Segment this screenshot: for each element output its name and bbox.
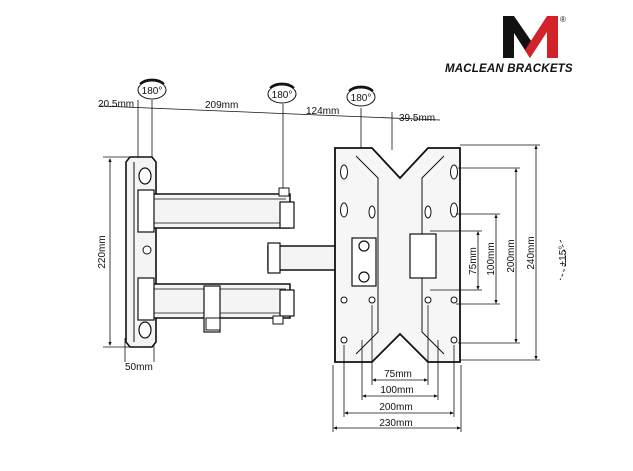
rotation-icon-wall: 180° xyxy=(137,78,167,100)
dim-bottom-230mm: 230mm xyxy=(379,418,412,429)
dim-124mm: 124mm xyxy=(306,106,339,117)
tilt-label: ±15° xyxy=(558,246,569,267)
rotation-icon-plate: 180° xyxy=(346,85,376,107)
brand-logo: ® xyxy=(503,15,566,58)
dim-bottom-200mm: 200mm xyxy=(379,402,412,413)
rotation-label-elbow: 180° xyxy=(272,90,293,101)
tilt-knob xyxy=(205,317,221,331)
dim-209mm: 209mm xyxy=(205,100,238,111)
dim-right-240mm: 240mm xyxy=(526,236,537,269)
dim-39-5mm: 39.5mm xyxy=(399,113,435,124)
dim-right-200mm: 200mm xyxy=(506,239,517,272)
dim-220mm: 220mm xyxy=(97,235,108,268)
dim-right-75mm: 75mm xyxy=(468,247,479,275)
dim-20-5mm: 20.5mm xyxy=(98,99,134,110)
dim-50mm: 50mm xyxy=(125,362,153,373)
top-dimension-line xyxy=(99,100,441,190)
rotation-icon-elbow: 180° xyxy=(267,82,297,104)
brand-name: MACLEAN BRACKETS xyxy=(445,63,573,75)
right-dimension-lines xyxy=(430,144,566,361)
dim-bottom-75mm: 75mm xyxy=(384,369,412,380)
logo-m-right xyxy=(525,16,558,58)
vesa-plate xyxy=(334,147,461,363)
dim-right-100mm: 100mm xyxy=(486,242,497,275)
trademark-symbol: ® xyxy=(560,15,566,24)
rotation-label-plate: 180° xyxy=(351,93,372,104)
dim-bottom-100mm: 100mm xyxy=(380,385,413,396)
bottom-dimension-lines xyxy=(332,305,462,432)
upper-arm xyxy=(137,187,295,233)
rotation-label-wall: 180° xyxy=(142,86,163,97)
